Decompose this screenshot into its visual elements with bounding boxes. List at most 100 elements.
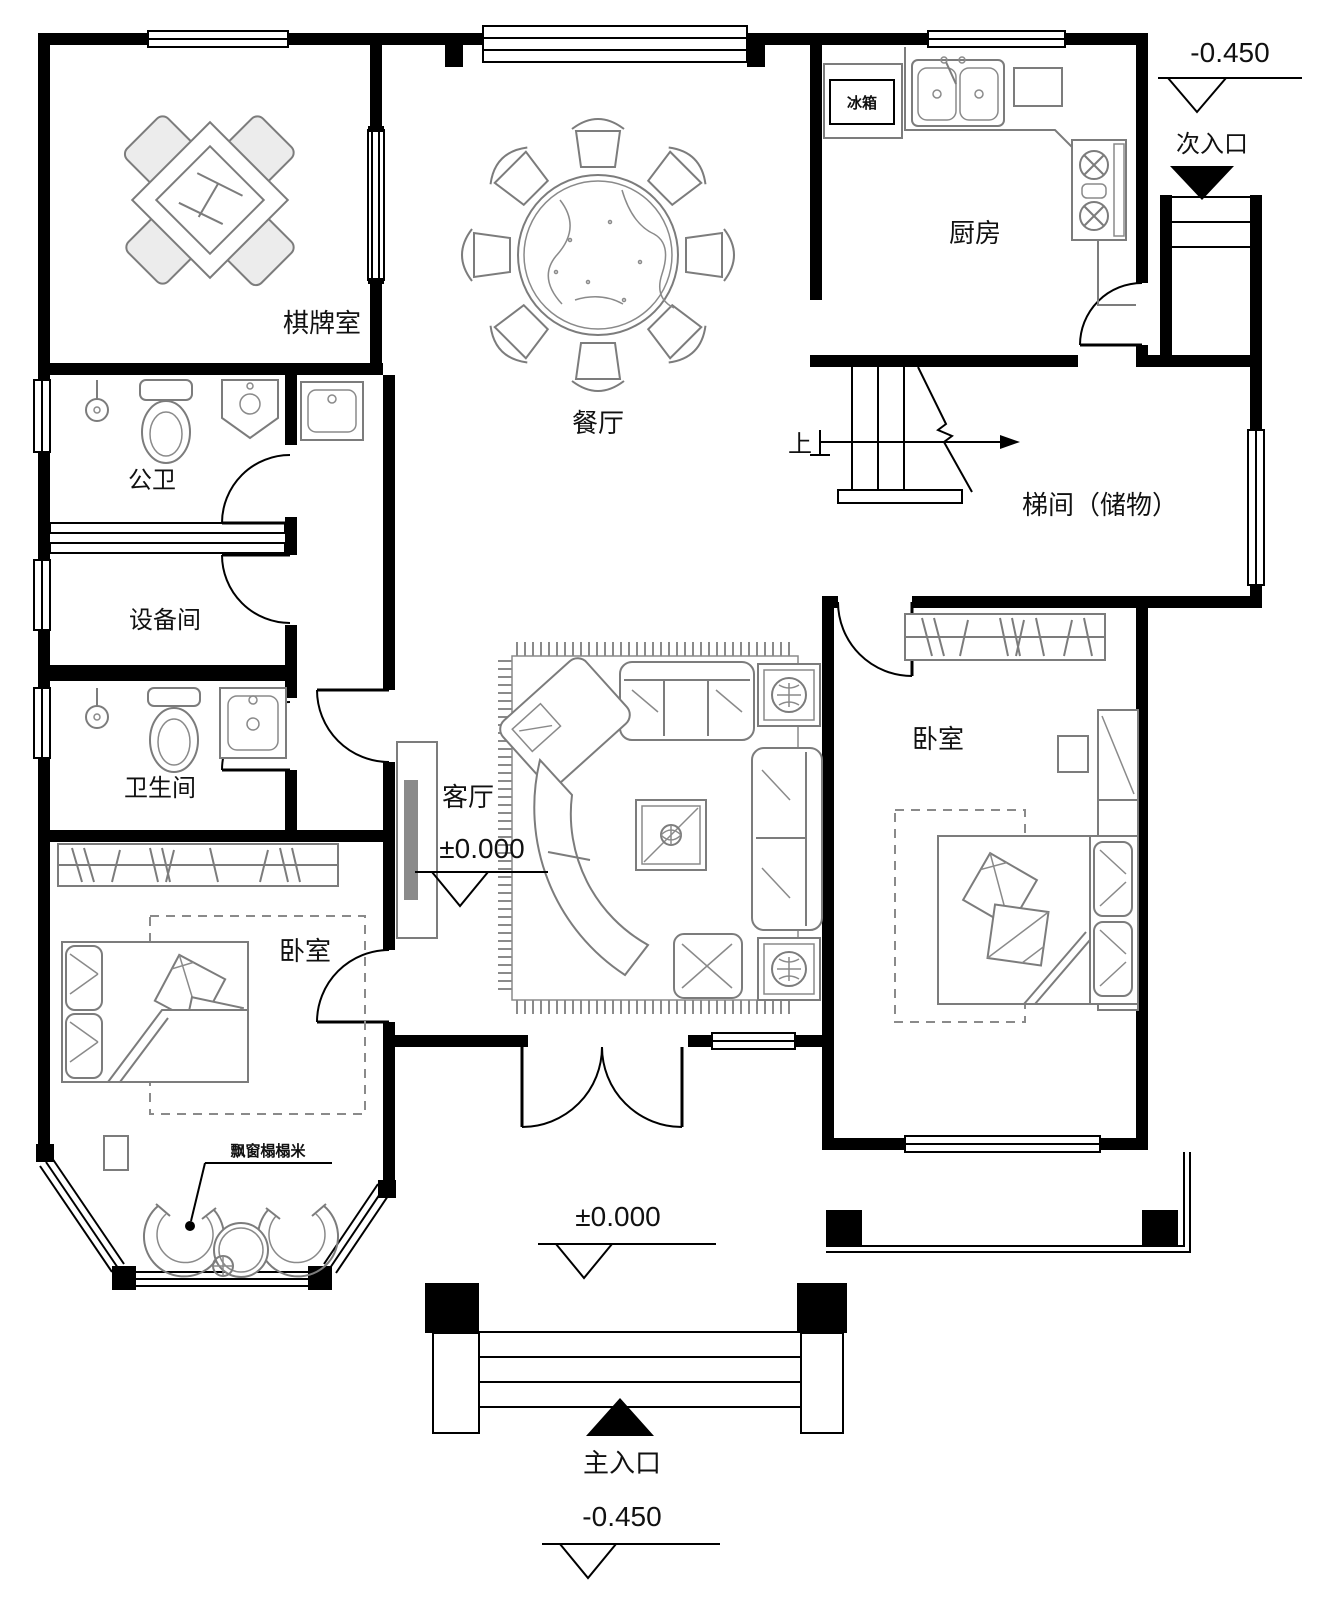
kitchen-board [1013, 67, 1063, 107]
door-lobby-living [316, 688, 390, 763]
curved-sofa-divider [547, 851, 591, 861]
porch-column-left [425, 1283, 479, 1333]
room-label-bedroom-right: 卧室 [912, 724, 964, 754]
terrace-outline [826, 1152, 1191, 1253]
bathroom-fixtures [85, 687, 287, 773]
side-table-plant-bottom [757, 937, 821, 1001]
window-living-bottom [711, 1032, 796, 1050]
door-public-wc [221, 454, 291, 525]
walls [36, 33, 1262, 1290]
svg-text:±0.000: ±0.000 [575, 1201, 660, 1232]
floor-drain-2 [85, 688, 109, 729]
room-label-bathroom: 卫生间 [124, 775, 196, 802]
blanket-fold-right [1032, 937, 1091, 1005]
bedroom-right-furniture [894, 613, 1139, 1023]
bay-round-table [213, 1222, 269, 1278]
porch-pillar-right [800, 1332, 844, 1434]
window-dining-top [482, 25, 748, 63]
kitchen-sink [911, 56, 1005, 127]
window-kitchen-top [927, 30, 1066, 48]
toilet-1 [139, 379, 193, 464]
main-entrance-marker: 主入口 [583, 1398, 661, 1478]
room-label-public-wc: 公卫 [128, 467, 176, 494]
level-marker-site-bottom: -0.450 [542, 1501, 720, 1580]
nightstand-left [103, 1135, 129, 1171]
terrace-column-right [1142, 1210, 1178, 1246]
tv [404, 780, 418, 900]
vanity-basin [219, 687, 287, 759]
fridge [823, 63, 903, 139]
gas-stove [1071, 139, 1127, 241]
public-wc-fixtures [85, 379, 279, 464]
floor-drain-1 [85, 380, 109, 422]
terrace-column-left [826, 1210, 862, 1246]
room-label-equipment: 设备间 [129, 607, 201, 634]
svg-text:-0.450: -0.450 [1190, 37, 1269, 68]
nightstand-right [1057, 735, 1089, 773]
fridge-label: 冰箱 [847, 94, 877, 112]
door-kitchen-secondary [1079, 282, 1143, 347]
bay-window-glazing [39, 1157, 391, 1287]
leader-dot [185, 1221, 195, 1231]
staircase [810, 366, 1020, 504]
living-room-furniture [396, 642, 823, 1014]
door-bedroom-right [837, 601, 914, 677]
level-marker-living: ±0.000 [415, 833, 548, 908]
bed-left [61, 941, 249, 1083]
blanket-fold [106, 1009, 249, 1083]
windows [33, 25, 1265, 1287]
window-stair-right [1247, 429, 1265, 586]
chaise-lounge [499, 657, 631, 787]
secondary-entrance-marker: 次入口 [1170, 131, 1248, 200]
room-label-stair-storage: 梯间（储物） [1022, 490, 1178, 520]
bed-platform-dashed-right [894, 809, 1026, 1023]
room-label-dining: 餐厅 [572, 408, 624, 438]
window-equipment-left [33, 559, 51, 631]
porch-pillar-left [432, 1332, 480, 1434]
tv-cabinet [396, 741, 438, 939]
kitchen-fixtures [823, 47, 1136, 306]
annotations: 棋牌室 餐厅 厨房 公卫 设备间 卫生间 卧室 卧室 客厅 梯间（储物） 冰箱 … [124, 37, 1302, 1580]
bay-window-seating [143, 1203, 339, 1278]
corner-basin [221, 379, 279, 440]
bedroom-left-furniture [57, 843, 366, 1171]
bookshelf-right [904, 613, 1106, 661]
outdoor-structures [425, 196, 1250, 1434]
window-bedroomright-bottom [904, 1135, 1101, 1153]
bed-right [937, 835, 1139, 1005]
stairs-up-label: 上 [788, 431, 812, 458]
room-label-chess: 棋牌室 [283, 308, 361, 338]
level-marker-porch: ±0.000 [538, 1201, 716, 1280]
secondary-entrance-steps [1172, 196, 1250, 248]
side-table-plant-top [757, 663, 821, 727]
sofa-two-seat-right [751, 747, 823, 931]
wardrobe-shelf-left [57, 843, 339, 887]
door-equipment-room [221, 553, 291, 624]
svg-text:飘窗榻榻米: 飘窗榻榻米 [230, 1142, 306, 1160]
window-chess-top [147, 30, 289, 48]
doors [221, 282, 1143, 1128]
window-publicwc-left [33, 379, 51, 453]
dining-table-set [461, 118, 735, 392]
bay-window-note: 飘窗榻榻米 [185, 1142, 332, 1231]
lobby-basin [300, 381, 364, 441]
sofa-three-seat [619, 661, 755, 741]
svg-text:主入口: 主入口 [583, 1448, 661, 1478]
toilet-2 [147, 687, 201, 773]
level-marker-site-top: -0.450 [1158, 37, 1302, 114]
opening-chess-dining [367, 126, 385, 284]
porch-column-right [797, 1283, 847, 1333]
coffee-table [635, 799, 707, 871]
curved-sofa [533, 757, 650, 977]
room-label-bedroom-left: 卧室 [279, 936, 331, 966]
main-entrance-arrow [586, 1398, 654, 1436]
room-label-kitchen: 厨房 [949, 218, 1001, 248]
door-main-entrance [520, 1046, 684, 1128]
room-label-living: 客厅 [442, 782, 494, 812]
svg-text:-0.450: -0.450 [582, 1501, 661, 1532]
main-entrance-steps [479, 1331, 801, 1408]
svg-text:±0.000: ±0.000 [439, 833, 524, 864]
window-bathroom-left [33, 687, 51, 759]
